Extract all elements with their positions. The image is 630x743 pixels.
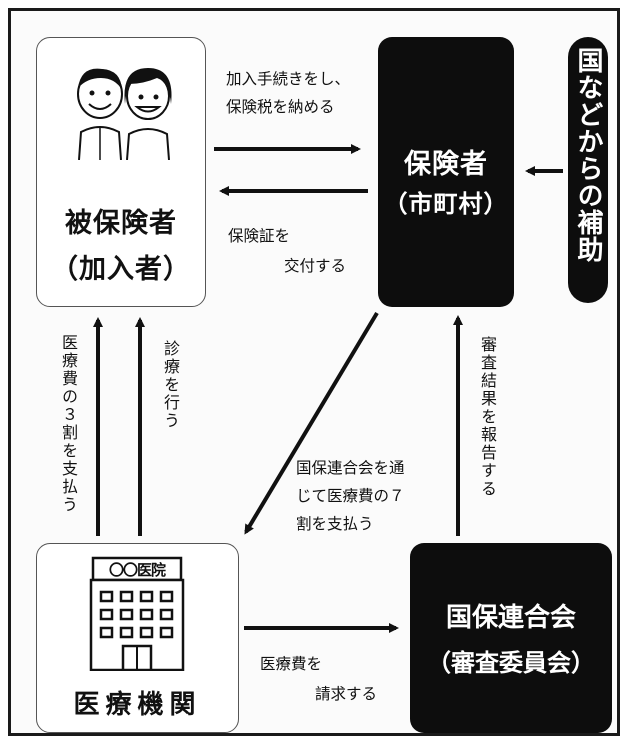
insured-title-line1: 被保険者 bbox=[65, 208, 177, 239]
label-claim-line1: 医療費を bbox=[260, 655, 323, 673]
subsidy-pill: 国などからの補助 bbox=[568, 37, 608, 303]
insurer-box: 保険者 （市町村） bbox=[378, 37, 514, 307]
label-enroll-line1: 加入手続きをし、 bbox=[226, 70, 351, 88]
label-card-line2: 交付する bbox=[284, 257, 347, 275]
insured-box: 被保険者 （加入者） bbox=[36, 37, 206, 307]
hospital-box: 〇〇医院 医療機関 bbox=[36, 543, 239, 733]
label-enroll-line2: 保険税を納める bbox=[226, 98, 335, 116]
label-treat: 診療を行う bbox=[161, 340, 180, 430]
arrow-pay70 bbox=[244, 311, 379, 535]
hospital-building-icon bbox=[89, 556, 185, 671]
subsidy-label: 国などからの補助 bbox=[573, 47, 603, 263]
label-pay70-line1: 国保連合会を通 bbox=[296, 459, 405, 477]
federation-title-line1: 国保連合会 bbox=[445, 603, 576, 633]
label-report: 審査結果を報告する bbox=[478, 336, 497, 498]
hospital-sign: 〇〇医院 bbox=[108, 561, 166, 579]
insurer-title-line2: （市町村） bbox=[383, 190, 509, 218]
insurer-title-line1: 保険者 bbox=[404, 149, 488, 180]
federation-title-line2: （審査委員会） bbox=[427, 649, 595, 677]
label-pay70-line3: 割を支払う bbox=[296, 515, 374, 533]
label-pay30: 医療費の３割を支払う bbox=[59, 334, 78, 514]
hospital-title: 医療機関 bbox=[73, 690, 202, 720]
insured-title-line2: （加入者） bbox=[51, 254, 191, 285]
label-pay70-line2: じて医療費の７ bbox=[296, 487, 405, 505]
people-illustration bbox=[77, 68, 172, 160]
label-card-line1: 保険証を bbox=[228, 227, 291, 245]
label-claim-line2: 請求する bbox=[315, 685, 378, 703]
federation-box: 国保連合会 （審査委員会） bbox=[410, 543, 612, 733]
